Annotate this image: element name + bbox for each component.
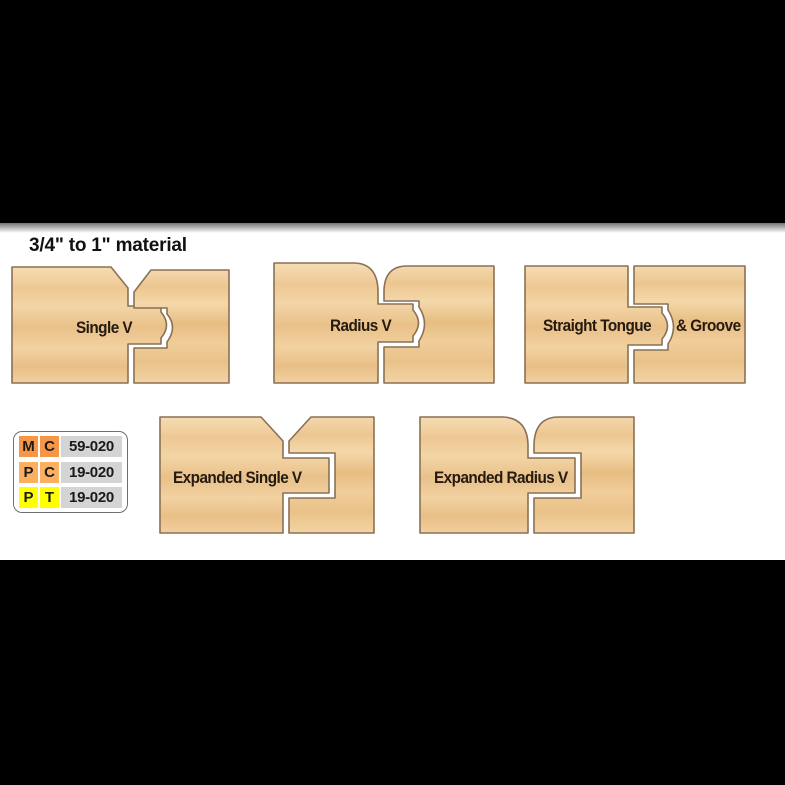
legend-cell-code: 59-020 (61, 436, 122, 457)
legend-cell-col2: T (40, 487, 59, 508)
legend-cell-col2: C (40, 461, 59, 483)
legend-cell-col1: M (19, 436, 38, 457)
figure-single-v-label: Single V (76, 318, 133, 337)
figure-expanded-single-v-label: Expanded Single V (173, 468, 302, 487)
figure-expanded-single-v (159, 416, 375, 534)
legend-row: P C 19-020 (19, 461, 122, 483)
legend-row: P T 19-020 (19, 487, 122, 508)
straight-tongue-right-piece (633, 265, 746, 384)
legend-row: M C 59-020 (19, 436, 122, 457)
figure-straight-groove-label: & Groove (676, 316, 741, 335)
page-title: 3/4" to 1" material (29, 235, 187, 256)
expanded-radius-v-left-piece (419, 416, 576, 534)
panel-top-shadow (0, 223, 785, 233)
figure-radius-v (273, 262, 495, 384)
figure-expanded-radius-v (419, 416, 635, 534)
single-v-right-piece (133, 269, 230, 384)
legend-cell-code: 19-020 (61, 487, 122, 508)
straight-tongue-left-piece (524, 265, 669, 384)
expanded-single-v-right-piece (288, 416, 375, 534)
legend-cell-col2: C (40, 436, 59, 457)
legend-cell-col1: P (19, 487, 38, 508)
legend-cell-code: 19-020 (61, 461, 122, 483)
figure-single-v (11, 266, 230, 384)
figure-straight-tongue (524, 265, 746, 384)
legend-box: M C 59-020 P C 19-020 P T 19-020 (13, 431, 128, 513)
figure-radius-v-label: Radius V (330, 316, 392, 335)
radius-v-right-piece (383, 265, 495, 384)
expanded-single-v-left-piece (159, 416, 330, 534)
expanded-radius-v-right-piece (533, 416, 635, 534)
legend-cell-col1: P (19, 461, 38, 483)
radius-v-left-piece (273, 262, 420, 384)
figure-straight-tongue-label: Straight Tongue (543, 316, 652, 335)
figure-expanded-radius-v-label: Expanded Radius V (434, 468, 568, 487)
